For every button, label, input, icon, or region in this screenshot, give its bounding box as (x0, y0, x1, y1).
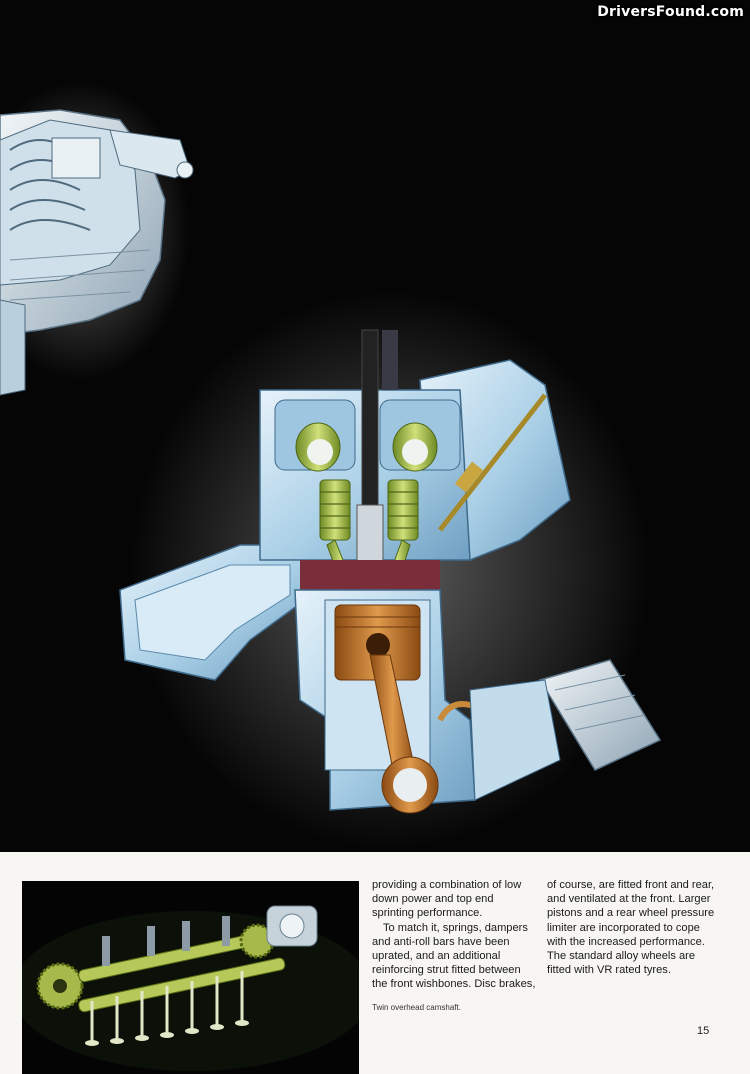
text-line: To match it, springs, dampers (383, 921, 528, 934)
manifold-assembly (0, 80, 194, 396)
page-number: 15 (697, 1025, 710, 1037)
text-line: of course, are fitted front and rear, (547, 879, 715, 891)
text-line: limiter are incorporated to cope (547, 921, 700, 934)
text-line: sprinting performance. (372, 907, 483, 920)
twin-camshaft-illustration (22, 905, 359, 1071)
engine-cross-section (119, 290, 662, 850)
text-line: The standard alloy wheels are (547, 950, 695, 963)
text-line: the front wishbones. Disc brakes, (372, 978, 536, 991)
text-line: uprated, and an additional (372, 950, 501, 963)
text-line: reinforcing strut fitted between (372, 964, 521, 977)
text-line: down power and top end (372, 893, 494, 906)
text-line: with the increased performance. (547, 935, 705, 948)
text-line: and ventilated at the front. Larger (547, 893, 711, 906)
text-line: fitted with VR rated tyres. (547, 964, 671, 977)
text-line: providing a combination of low (372, 879, 522, 891)
text-line: pistons and a rear wheel pressure (547, 907, 715, 920)
camshaft-photo (22, 881, 359, 1074)
engine-cutaway-illustration (0, 80, 662, 850)
text-line: and anti-roll bars have been (372, 935, 510, 948)
watermark-text: DriversFound.com (597, 4, 744, 20)
text-column-middle: providing a combination of low down powe… (372, 878, 535, 992)
photo-caption: Twin overhead camshaft. (372, 1003, 461, 1012)
text-column-right: of course, are fitted front and rear, an… (547, 878, 714, 977)
engine-illustration-panel: DriversFound.com (0, 0, 750, 852)
